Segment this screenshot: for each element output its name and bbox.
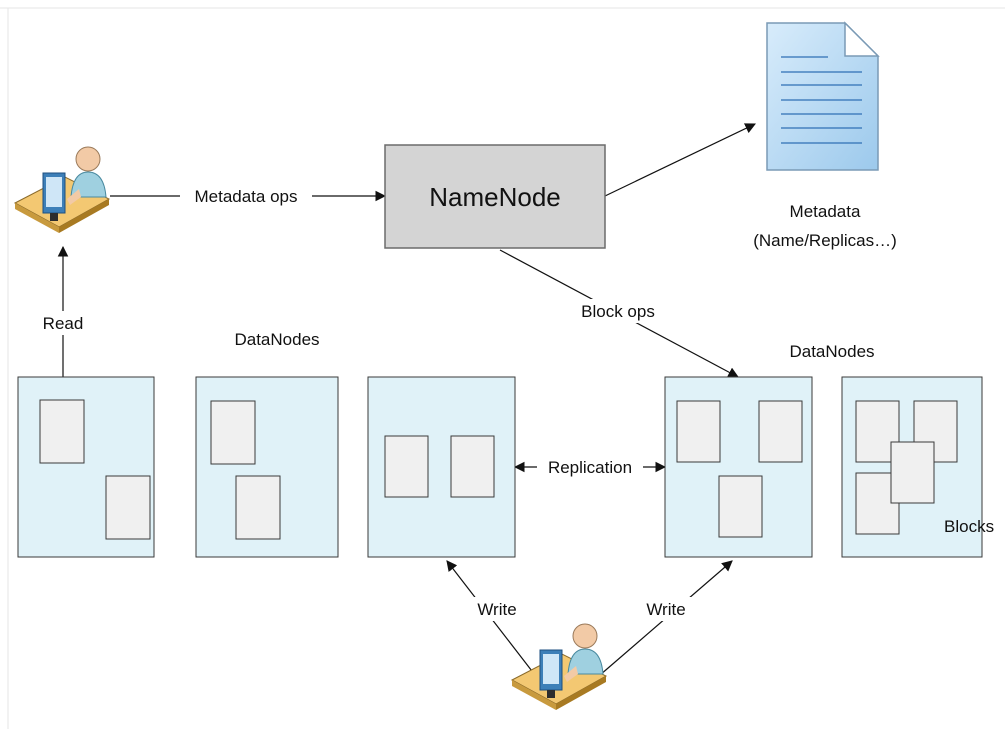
block: [676, 400, 721, 463]
namenode-box: [384, 144, 606, 249]
metadata-document-icon: [766, 21, 880, 171]
block: [890, 441, 935, 504]
read-label: Read: [43, 314, 84, 333]
metadata-ops-label: Metadata ops: [194, 187, 297, 206]
block: [210, 400, 256, 465]
metadata-label-line1: Metadata: [790, 202, 861, 221]
datanode-4: [664, 376, 813, 558]
client-user-icon: [510, 623, 608, 710]
block: [758, 400, 803, 463]
block: [39, 399, 85, 464]
client-user-icon: [13, 146, 111, 233]
replication-label: Replication: [548, 458, 632, 477]
datanode-3: [367, 376, 516, 558]
edge-namenode-to-metadata: [604, 123, 756, 197]
block: [718, 475, 763, 538]
datanode-2: [195, 376, 339, 558]
block: [235, 475, 281, 540]
namenode-label: NameNode: [429, 182, 561, 212]
datanodes-right-label: DataNodes: [789, 342, 874, 361]
write-right-label: Write: [646, 600, 685, 619]
metadata-label-line2: (Name/Replicas…): [753, 231, 897, 250]
block-ops-label: Block ops: [581, 302, 655, 321]
block: [105, 475, 151, 540]
write-left-label: Write: [477, 600, 516, 619]
block: [450, 435, 495, 498]
datanode-5: [841, 376, 983, 558]
datanode-1: [17, 376, 155, 558]
block: [384, 435, 429, 498]
blocks-label: Blocks: [944, 517, 994, 536]
datanodes-left-label: DataNodes: [234, 330, 319, 349]
